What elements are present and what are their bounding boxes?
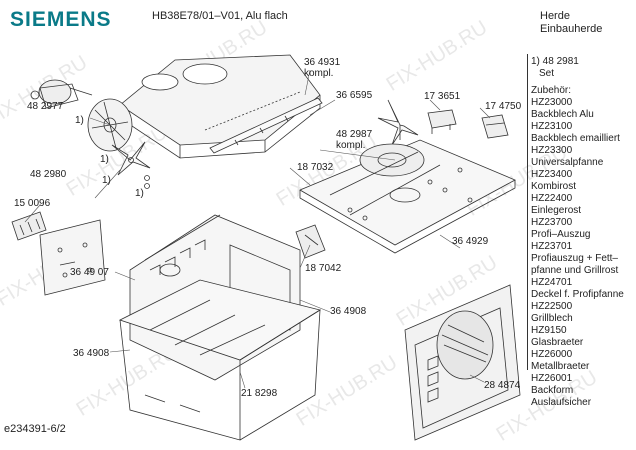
oven-cavity-part (118, 279, 322, 441)
oven-door-part (404, 284, 521, 441)
callout-label: 48 2987 (336, 129, 373, 140)
accessory-item: HZ23100 (531, 121, 573, 132)
callout-482977: 48 2977 (27, 101, 64, 112)
callout-173651: 17 3651 (424, 91, 461, 102)
accessory-item: Backform (531, 385, 574, 396)
callout-364929: 36 4929 (452, 236, 489, 247)
accessory-item: HZ26000 (531, 349, 573, 360)
callout-187032: 18 7032 (297, 162, 334, 173)
callout-218298: 21 8298 (241, 388, 278, 399)
accessory-item: Profi–Auszug (531, 229, 591, 240)
accessory-item: pfanne und Grillrost (531, 265, 619, 276)
callout-366595: 36 6595 (336, 90, 373, 101)
accessory-item: HZ23300 (531, 145, 573, 156)
accessory-item: Grillblech (531, 313, 573, 324)
accessory-item: HZ24701 (531, 277, 573, 288)
category-label: Herde Einbauherde (540, 10, 602, 36)
accessory-item: Universalpfanne (531, 157, 604, 168)
set-note-part: 1) 48 2981 (531, 56, 579, 67)
convection-fan-part (377, 99, 419, 146)
fan-blade-part (111, 141, 151, 189)
accessory-item: Deckel f. Profipfanne (531, 289, 624, 300)
door-latch-part (295, 224, 326, 259)
callout-174750: 17 4750 (485, 101, 522, 112)
accessory-item: Metallbraeter (531, 361, 590, 372)
accessory-item: HZ23400 (531, 169, 573, 180)
brand-logo: SIEMENS (10, 8, 112, 31)
accessory-sidebar (527, 54, 633, 370)
accessory-item: Zubehör: (531, 85, 572, 96)
accessory-item: Profiauszug + Fett– (531, 253, 618, 264)
accessory-item: HZ22400 (531, 193, 573, 204)
document-code: e234391-6/2 (4, 423, 66, 435)
fan-cover-part (119, 54, 321, 159)
rear-bracket-part (39, 219, 106, 296)
callout-364908-right: 36 4908 (330, 306, 367, 317)
accessory-item: Backblech emailliert (531, 133, 620, 144)
category-line-1: Herde (540, 10, 570, 22)
thermostat-part (481, 114, 509, 139)
accessory-list: Zubehör: HZ23000 Backblech Alu HZ23100 B… (531, 85, 624, 409)
set-note: 1) 48 2981 Set (531, 56, 579, 80)
callout-150096: 15 0096 (14, 198, 51, 209)
accessory-item: Einlegerost (531, 205, 582, 216)
accessory-item: HZ9150 (531, 325, 567, 336)
callout-label: kompl. (336, 140, 366, 151)
accessory-item: Auslaufsicher (531, 397, 592, 408)
accessory-item: HZ26001 (531, 373, 573, 384)
footnote-marker: 1) (135, 188, 144, 199)
oven-ceiling-part (299, 139, 516, 254)
footnote-marker: 1) (75, 115, 84, 126)
accessory-item: HZ22500 (531, 301, 573, 312)
callout-482980: 48 2980 (30, 169, 67, 180)
accessory-item: Glasbraeter (531, 337, 584, 348)
callout-364931: 36 4931 kompl. (304, 57, 340, 79)
footnote-marker: 1) (100, 154, 109, 165)
model-title: HB38E78/01–V01, Alu flach (152, 10, 288, 22)
callout-364907: 36 49 07 (70, 267, 109, 278)
gasket-strip-part (209, 97, 323, 154)
accessory-item: Backblech Alu (531, 109, 594, 120)
callout-284874: 28 4874 (484, 380, 521, 391)
fan-motor-part (30, 79, 93, 109)
footnote-marker: 1) (102, 175, 111, 186)
accessory-item: Kombirost (531, 181, 577, 192)
category-line-2: Einbauherde (540, 23, 603, 35)
sensor-part (427, 109, 457, 134)
accessory-item: HZ23701 (531, 241, 573, 252)
callout-label: 36 4931 (304, 57, 341, 68)
callout-364908-left: 36 4908 (73, 348, 110, 359)
set-note-label: Set (539, 68, 555, 79)
callout-label: kompl. (304, 68, 334, 79)
accessory-item: HZ23700 (531, 217, 573, 228)
accessory-item: HZ23000 (531, 97, 573, 108)
callout-482987: 48 2987 kompl. (336, 129, 372, 151)
callout-187042: 18 7042 (305, 263, 342, 274)
